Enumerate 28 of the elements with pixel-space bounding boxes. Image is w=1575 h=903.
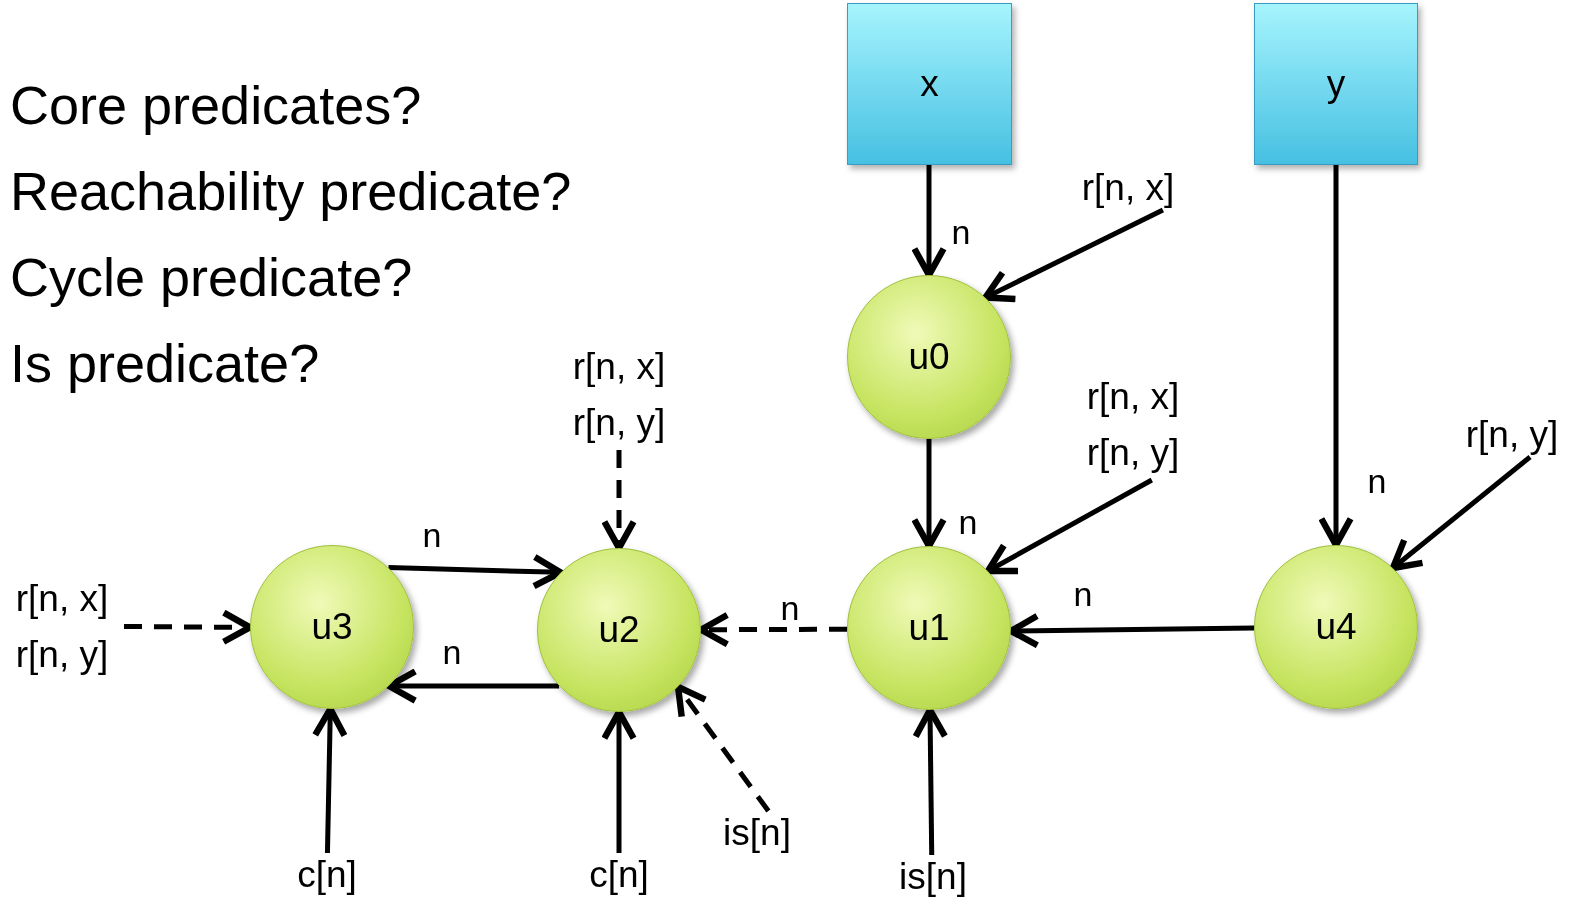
- arrow: [984, 477, 1153, 575]
- question-text: Cycle predicate?: [10, 246, 414, 309]
- predicate-label: r[n, x] r[n, y]: [0, 572, 124, 682]
- predicate-label: is[n]: [714, 811, 800, 855]
- variable-box: [1254, 3, 1418, 165]
- arrow: [385, 668, 560, 704]
- question-text: Reachability predicate?: [10, 160, 572, 223]
- node-label: u3: [311, 605, 353, 649]
- predicate-label: c[n]: [579, 853, 659, 897]
- predicate-label: r[n, x] r[n, y]: [554, 340, 684, 450]
- question-text: Is predicate?: [10, 332, 321, 395]
- arrow: [1389, 455, 1532, 572]
- question-text: Core predicates?: [10, 74, 423, 137]
- node-label: u0: [908, 335, 950, 379]
- arrow: [982, 207, 1164, 303]
- node-label: u1: [908, 606, 950, 650]
- predicate-label: r[n, x] r[n, y]: [1068, 370, 1198, 480]
- predicate-label: r[n, x]: [1062, 166, 1194, 210]
- node-label: x: [920, 62, 939, 106]
- node-label: u2: [598, 608, 640, 652]
- predicate-label: is[n]: [890, 855, 976, 899]
- node-label: u4: [1315, 605, 1357, 649]
- predicate-label: c[n]: [287, 853, 367, 897]
- arrow: [674, 683, 771, 813]
- variable-box: [847, 3, 1012, 165]
- node-label: y: [1326, 62, 1346, 106]
- predicate-label: r[n, y]: [1453, 413, 1571, 457]
- arrow: [388, 553, 564, 590]
